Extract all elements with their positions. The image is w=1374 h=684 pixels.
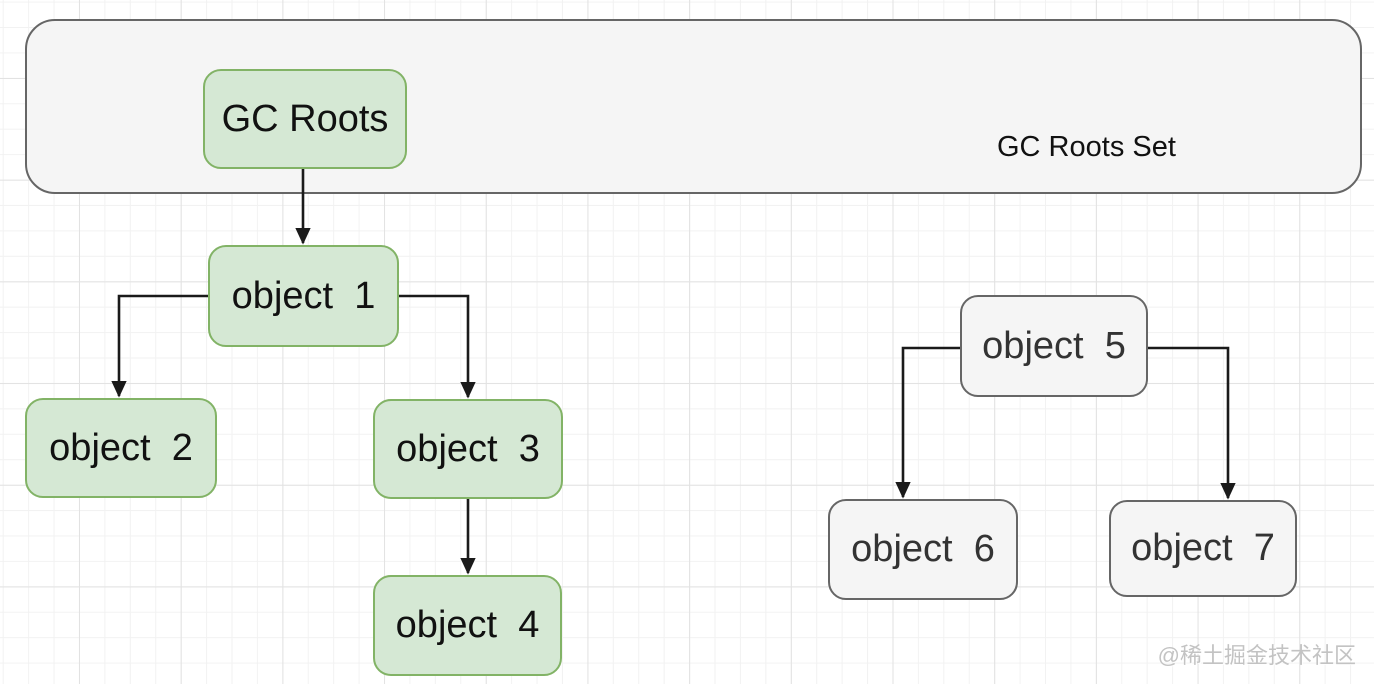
node-object-1: object 1	[208, 245, 399, 347]
node-object-2: object 2	[25, 398, 217, 498]
node-label-object-2: object 2	[49, 426, 193, 469]
node-label-gc-roots: GC Roots	[221, 97, 389, 140]
node-label-object-6: object 6	[851, 528, 995, 570]
node-gc-roots: GC Roots	[203, 69, 407, 169]
node-label-object-1: object 1	[231, 274, 376, 317]
node-object-6: object 6	[828, 499, 1018, 600]
node-label-object-7: object 7	[1131, 527, 1275, 569]
watermark: @稀土掘金技术社区	[1157, 643, 1356, 668]
node-object-5: object 5	[960, 295, 1148, 397]
edge-object-5-to-object-6	[895, 346, 960, 499]
node-label-object-5: object 5	[982, 324, 1126, 367]
edge-object-1-to-object-2	[111, 294, 208, 398]
node-label-object-3: object 3	[396, 427, 540, 470]
node-label-object-4: object 4	[395, 604, 540, 646]
node-object-3: object 3	[373, 399, 563, 499]
node-object-4: object 4	[373, 575, 562, 676]
node-object-7: object 7	[1109, 500, 1297, 597]
gc-roots-set-label: GC Roots Set	[997, 131, 1176, 163]
edge-object-1-to-object-3	[399, 294, 476, 399]
edge-object-5-to-object-7	[1148, 346, 1236, 500]
